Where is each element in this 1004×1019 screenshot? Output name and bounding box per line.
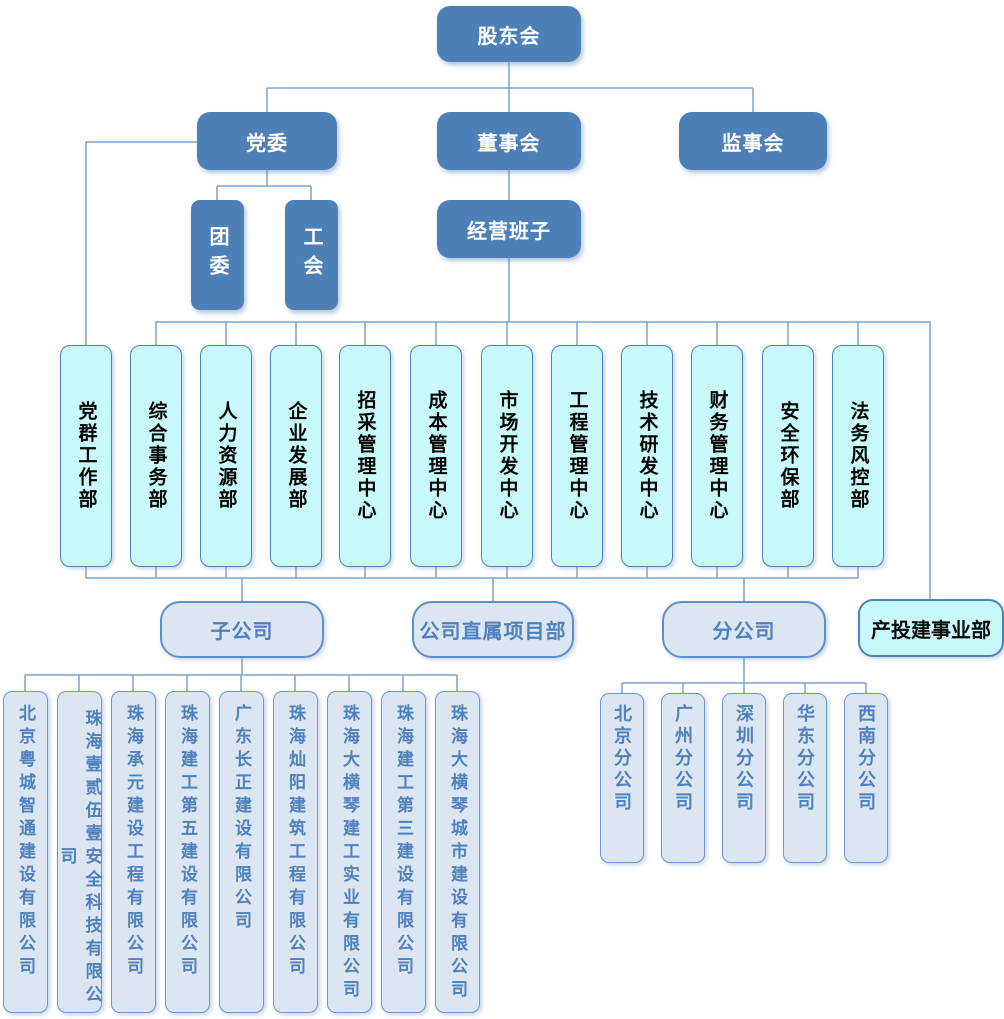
org-node-group-branches: 分公司 xyxy=(662,601,826,658)
org-node-management-team: 经营班子 xyxy=(437,200,581,258)
org-node-subsidiary-1: 北京粤城智通建设有限公司 xyxy=(3,691,48,1013)
org-node-branch-beijing: 北京分公司 xyxy=(600,693,644,863)
org-node-shareholders-meeting: 股东会 xyxy=(437,6,581,62)
org-node-dept-finance-management-center: 财务管理中心 xyxy=(691,345,743,567)
org-node-subsidiary-6: 珠海灿阳建筑工程有限公司 xyxy=(273,691,318,1013)
org-node-branch-shenzhen: 深圳分公司 xyxy=(722,693,766,863)
org-node-dept-party-affairs: 党群工作部 xyxy=(60,345,112,567)
org-node-dept-engineering-management-center: 工程管理中心 xyxy=(551,345,603,567)
org-node-group-industry-investment-division: 产投建事业部 xyxy=(858,599,1004,657)
org-node-group-direct-project-dept: 公司直属项目部 xyxy=(412,601,574,658)
org-node-dept-human-resources: 人力资源部 xyxy=(200,345,252,567)
org-node-dept-cost-management-center: 成本管理中心 xyxy=(410,345,462,567)
org-node-dept-technology-rd-center: 技术研发中心 xyxy=(621,345,673,567)
org-node-subsidiary-9: 珠海大横琴城市建设有限公司 xyxy=(435,691,480,1013)
org-node-subsidiary-7: 珠海大横琴建工实业有限公司 xyxy=(327,691,372,1013)
org-node-subsidiary-4: 珠海建工第五建设有限公司 xyxy=(165,691,210,1013)
org-node-dept-legal-risk-control: 法务风控部 xyxy=(832,345,884,567)
org-node-dept-market-development-center: 市场开发中心 xyxy=(481,345,533,567)
org-node-branch-guangzhou: 广州分公司 xyxy=(661,693,705,863)
org-node-subsidiary-5: 广东长正建设有限公司 xyxy=(219,691,264,1013)
org-node-supervisory-board: 监事会 xyxy=(679,112,827,170)
org-node-party-committee: 党委 xyxy=(197,112,337,170)
org-node-dept-enterprise-development: 企业发展部 xyxy=(270,345,322,567)
org-node-subsidiary-2: 珠海壹贰伍壹安全科技有限公司 xyxy=(57,691,102,1013)
org-node-subsidiary-8: 珠海建工第三建设有限公司 xyxy=(381,691,426,1013)
org-node-labor-union: 工会 xyxy=(285,200,338,310)
org-node-dept-safety-environment: 安全环保部 xyxy=(762,345,814,567)
org-node-dept-procurement-center: 招采管理中心 xyxy=(339,345,391,567)
org-node-youth-league: 团委 xyxy=(191,200,244,310)
org-node-subsidiary-3: 珠海承元建设工程有限公司 xyxy=(111,691,156,1013)
org-node-branch-xinan: 西南分公司 xyxy=(844,693,888,863)
org-node-branch-huadong: 华东分公司 xyxy=(783,693,827,863)
org-node-group-subsidiaries: 子公司 xyxy=(160,601,324,658)
org-node-dept-general-affairs: 综合事务部 xyxy=(130,345,182,567)
org-node-board-of-directors: 董事会 xyxy=(437,112,581,170)
